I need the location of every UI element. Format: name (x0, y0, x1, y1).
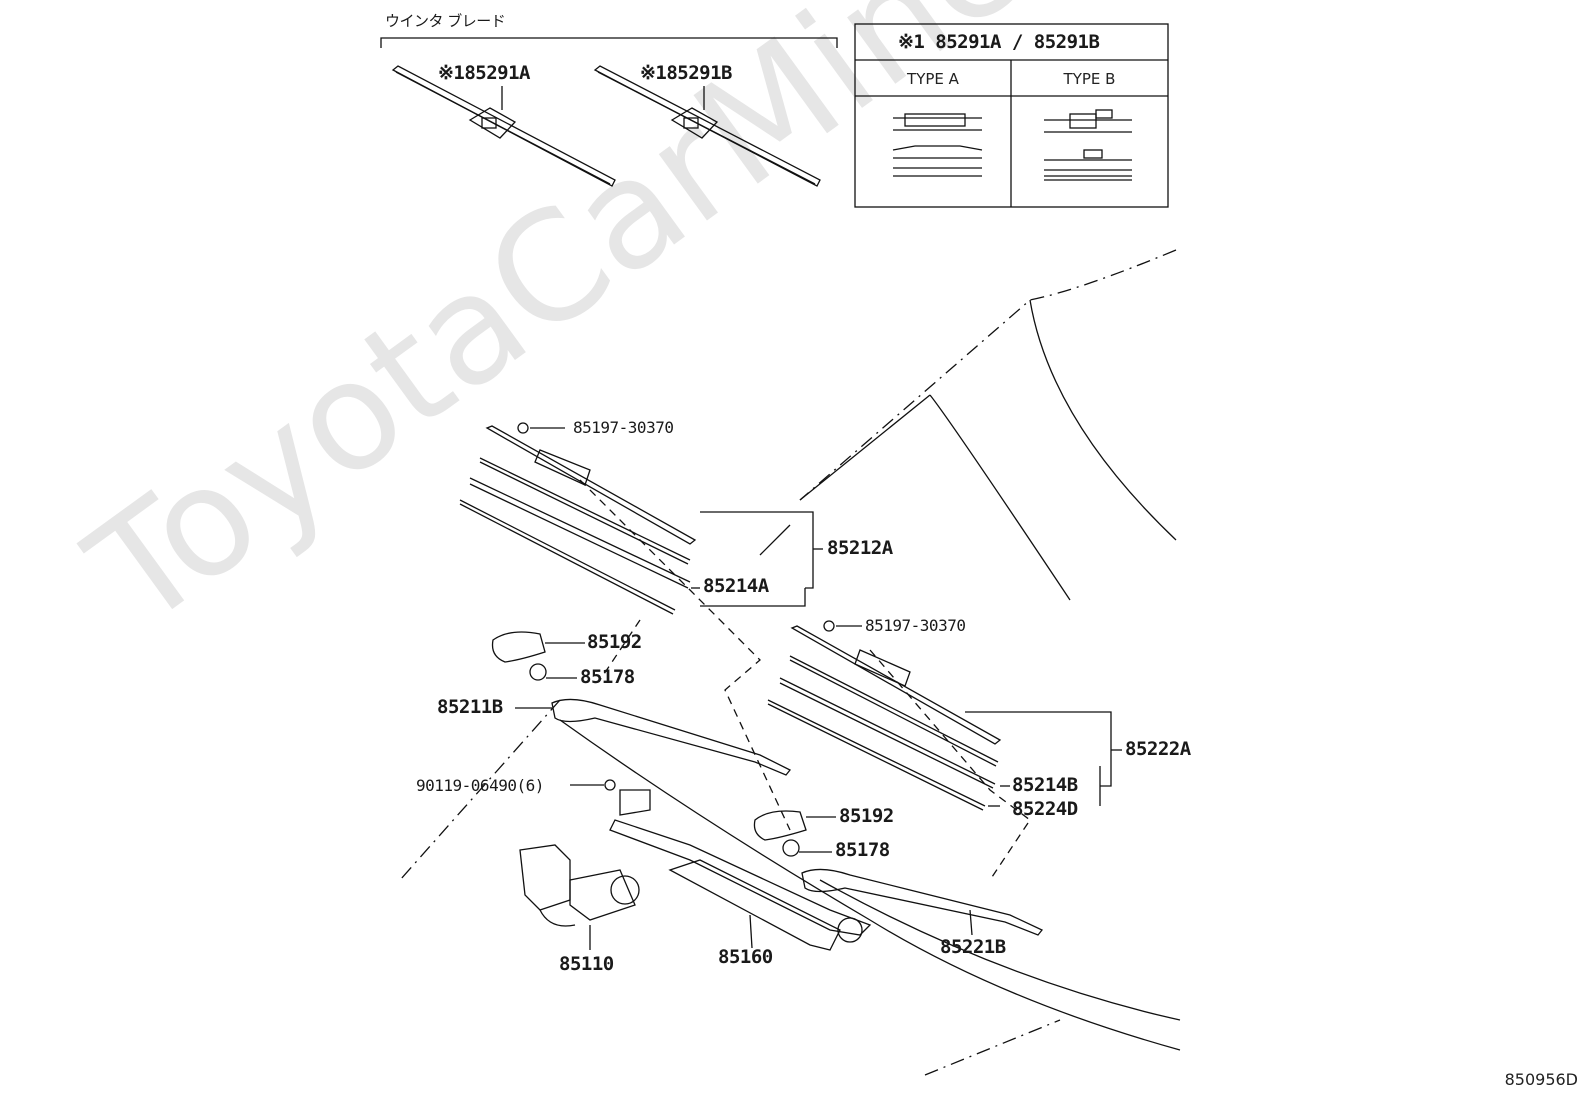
part-85212a[interactable]: 85212A (827, 537, 893, 559)
type-b-heading: TYPE B (1063, 70, 1116, 88)
left-wiper-blade-assembly (459, 422, 697, 615)
left-nut-drawing (529, 663, 547, 681)
left-arm-drawing (551, 698, 792, 776)
blade-section-title: ウインタ ブレード (385, 12, 506, 30)
part-85214b[interactable]: 85214B (1012, 774, 1078, 796)
diagram-code: 850956D (1504, 1070, 1578, 1089)
part-85197-right[interactable]: 85197-30370 (865, 616, 966, 635)
body-outline (559, 299, 1181, 1051)
note-mark: ※1 (438, 62, 465, 84)
windshield-outline (399, 249, 1177, 1076)
part-85214a[interactable]: 85214A (703, 575, 769, 597)
part-85211b[interactable]: 85211B (437, 696, 503, 718)
type-table-header: ※1 85291A / 85291B (898, 31, 1100, 53)
right-cap-drawing (753, 810, 807, 841)
right-arm-drawing (801, 868, 1044, 936)
part-85222a[interactable]: 85222A (1125, 738, 1191, 760)
part-85178-right[interactable]: 85178 (835, 839, 890, 861)
type-table (854, 23, 1169, 208)
bolt-drawing (604, 779, 616, 791)
assembly-guides (579, 479, 1031, 881)
linkage-drawing (609, 789, 872, 951)
part-85192-right[interactable]: 85192 (839, 805, 894, 827)
right-wiper-blade-assembly (767, 620, 1002, 811)
right-nut-drawing (782, 839, 800, 857)
part-85197-left[interactable]: 85197-30370 (573, 418, 674, 437)
part-85178-left[interactable]: 85178 (580, 666, 635, 688)
note-mark: ※1 (640, 62, 667, 84)
part-85224d[interactable]: 85224D (1012, 798, 1078, 820)
part-85160[interactable]: 85160 (718, 946, 773, 968)
blade-85291a-drawing (391, 65, 616, 187)
blade-a-label[interactable]: ※185291A (438, 62, 530, 84)
motor-drawing (519, 844, 640, 950)
blade-section-bracket (380, 37, 838, 48)
part-90119[interactable]: 90119-06490(6) (416, 776, 544, 795)
blade-85291b-drawing (593, 65, 821, 187)
blade-b-label[interactable]: ※185291B (640, 62, 732, 84)
part-85110[interactable]: 85110 (559, 953, 614, 975)
part-85221b[interactable]: 85221B (940, 936, 1006, 958)
left-cap-drawing (491, 631, 546, 663)
type-a-heading: TYPE A (907, 70, 959, 88)
part-85192-left[interactable]: 85192 (587, 631, 642, 653)
